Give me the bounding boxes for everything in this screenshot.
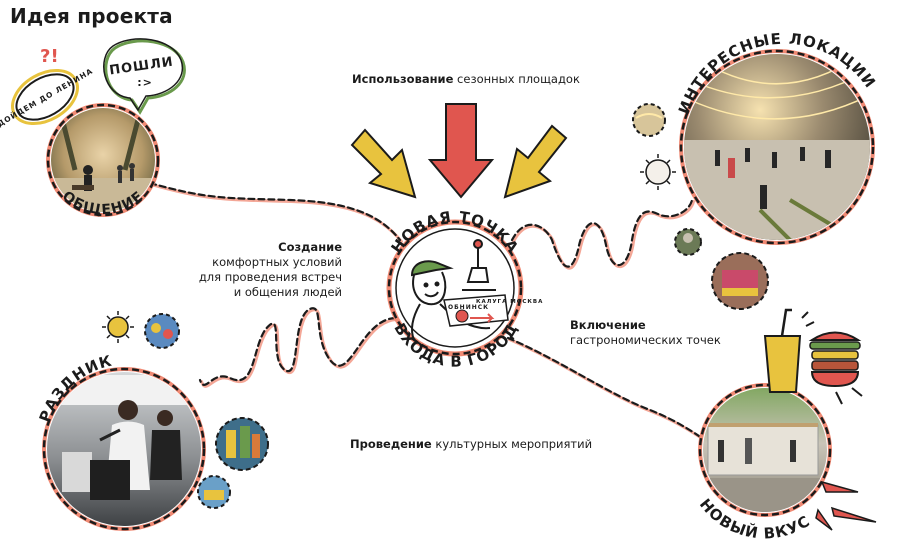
caption-cultural-text: культурных мероприятий bbox=[431, 437, 593, 451]
small-photo-2 bbox=[674, 228, 702, 256]
speech-bubble-right: ПОШЛИ :> bbox=[103, 38, 186, 115]
sign-text-bottom: КАЛУГА МОСКВА bbox=[476, 299, 543, 305]
burger-icon bbox=[808, 331, 863, 405]
caption-comfort: Создание комфортных условий для проведен… bbox=[178, 240, 342, 300]
connector-paths bbox=[148, 181, 708, 443]
small-photo-4 bbox=[144, 313, 180, 349]
caption-cultural: Проведение культурных мероприятий bbox=[350, 437, 592, 452]
caption-comfort-line3: и общения людей bbox=[233, 285, 342, 299]
caption-comfort-bold: Создание bbox=[278, 240, 342, 254]
burst-marks bbox=[815, 480, 877, 531]
caption-seasonal-text: сезонных площадок bbox=[453, 72, 580, 86]
caption-seasonal: Использование сезонных площадок bbox=[352, 72, 580, 87]
drink-icon bbox=[763, 308, 815, 393]
caption-cultural-bold: Проведение bbox=[350, 437, 432, 451]
caption-seasonal-bold: Использование bbox=[352, 72, 454, 86]
page-title: Идея проекта bbox=[10, 4, 173, 28]
monument-drawing bbox=[462, 239, 496, 291]
sun-icon bbox=[640, 154, 676, 190]
exclaim-marks: ?! bbox=[40, 46, 59, 67]
center-node: ОБНИНСК КАЛУГА МОСКВА НОВАЯ ТОЧКА ВХОДА … bbox=[386, 208, 543, 371]
caption-gastro-bold: Включение bbox=[570, 318, 646, 332]
arrow-left bbox=[350, 128, 417, 199]
caption-gastro: Включение гастрономических точек bbox=[570, 318, 721, 348]
caption-comfort-line2: для проведения встреч bbox=[198, 270, 342, 284]
small-photo-6 bbox=[197, 475, 231, 509]
person-drawing bbox=[410, 260, 491, 341]
caption-comfort-line1: комфортных условий bbox=[212, 255, 342, 269]
market-photo bbox=[703, 388, 827, 512]
road-sign: ОБНИНСК КАЛУГА МОСКВА bbox=[443, 294, 543, 327]
node-taste: НОВЫЙ ВКУС bbox=[696, 308, 877, 543]
arrow-right bbox=[503, 124, 568, 199]
small-photo-5 bbox=[215, 417, 269, 471]
sign-text-top: ОБНИНСК bbox=[448, 304, 489, 311]
small-photo-1 bbox=[632, 103, 666, 137]
arrow-center bbox=[427, 103, 495, 199]
caption-gastro-text: гастрономических точек bbox=[570, 333, 721, 347]
node-locations: ИНТЕРЕСНЫЕ ЛОКАЦИИ bbox=[632, 30, 879, 310]
node-communication: ОБЩЕНИЕ bbox=[46, 103, 160, 219]
star-icon bbox=[102, 311, 134, 343]
park-photo bbox=[51, 108, 155, 212]
small-photo-3 bbox=[711, 252, 769, 310]
bubble-right-face: :> bbox=[137, 76, 153, 89]
